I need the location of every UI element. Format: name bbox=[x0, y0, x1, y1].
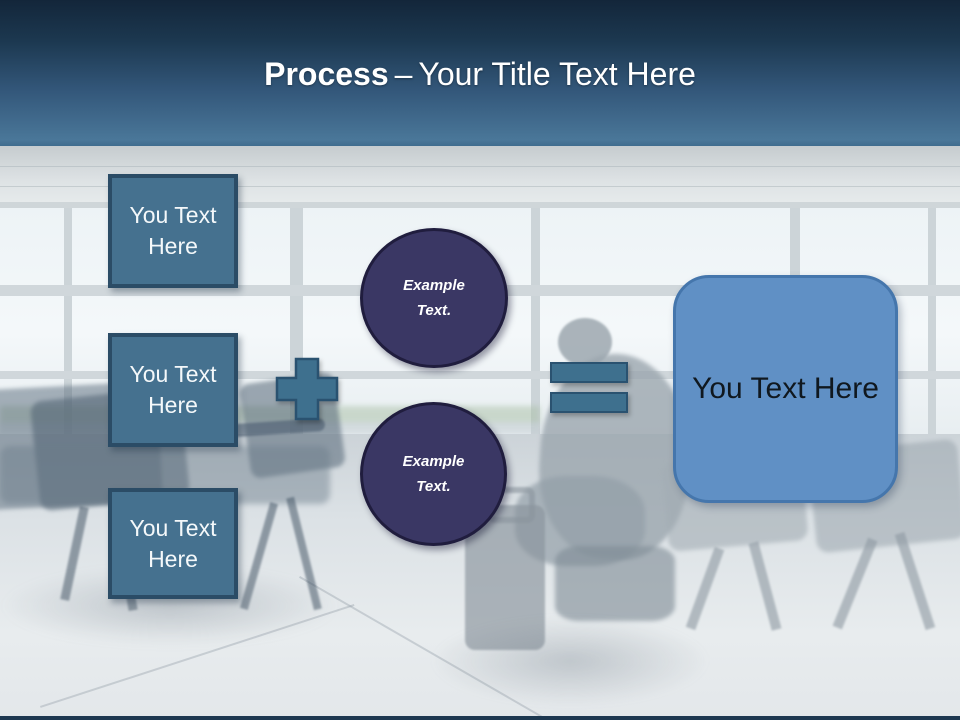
ceiling-tile-line bbox=[0, 186, 960, 187]
window-mullion-horizontal bbox=[0, 371, 960, 379]
title-separator: – bbox=[394, 56, 413, 92]
input-box-label: You Text Here bbox=[129, 514, 217, 572]
floor-shadow bbox=[430, 616, 710, 706]
title-bar: Process–Your Title Text Here bbox=[0, 0, 960, 146]
input-box-3[interactable]: You Text Here bbox=[108, 488, 238, 599]
slide-title[interactable]: Process–Your Title Text Here bbox=[0, 55, 960, 93]
window-mullion-vertical bbox=[64, 208, 72, 434]
bottom-edge-strip bbox=[0, 716, 960, 720]
result-box-label: You Text Here bbox=[692, 372, 879, 405]
window-header-rail bbox=[0, 202, 960, 210]
example-circle-2[interactable]: Example Text. bbox=[360, 402, 507, 546]
title-text: Your Title Text Here bbox=[418, 56, 696, 92]
window-mullion-vertical bbox=[928, 208, 936, 434]
example-circle-label: Example Text. bbox=[403, 277, 465, 319]
input-box-2[interactable]: You Text Here bbox=[108, 333, 238, 447]
input-box-label: You Text Here bbox=[129, 361, 217, 418]
example-circle-1[interactable]: Example Text. bbox=[360, 228, 508, 368]
input-box-1[interactable]: You Text Here bbox=[108, 174, 238, 288]
example-circle-label: Example Text. bbox=[402, 453, 465, 495]
equals-bar bbox=[550, 362, 628, 383]
person-legs bbox=[555, 546, 675, 621]
window-mullion-vertical bbox=[531, 208, 540, 434]
title-keyword: Process bbox=[264, 56, 389, 92]
ceiling-tile-line bbox=[0, 166, 960, 167]
plus-icon bbox=[275, 357, 339, 421]
equals-bar bbox=[550, 392, 628, 413]
equals-icon bbox=[550, 362, 628, 413]
result-box[interactable]: You Text Here bbox=[673, 275, 898, 503]
input-box-label: You Text Here bbox=[129, 202, 217, 259]
